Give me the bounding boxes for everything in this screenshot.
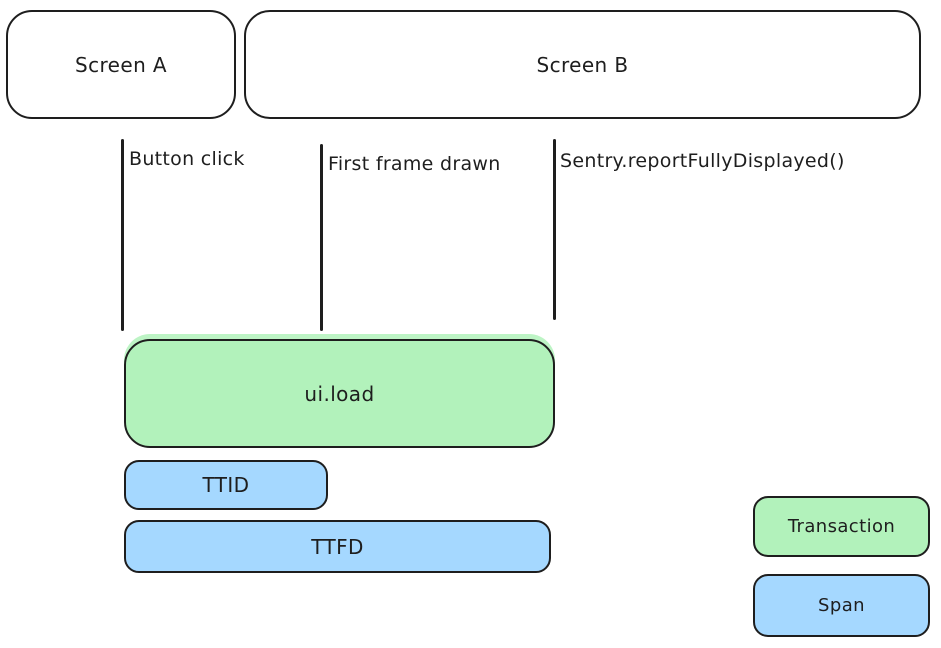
screen-a-box: Screen A bbox=[6, 10, 236, 119]
ttid-label: TTID bbox=[202, 473, 250, 497]
first-frame-drawn-event-line bbox=[320, 144, 323, 331]
report-fully-displayed-event-line bbox=[553, 139, 556, 320]
legend-transaction-label: Transaction bbox=[787, 516, 896, 537]
ttfd-span-bar: TTFD bbox=[124, 520, 551, 573]
button-click-event-line bbox=[121, 139, 124, 331]
report-fully-displayed-event-label: Sentry.reportFullyDisplayed() bbox=[560, 150, 845, 172]
button-click-event-label: Button click bbox=[129, 148, 245, 170]
legend-span: Span bbox=[753, 574, 930, 637]
first-frame-drawn-event-label: First frame drawn bbox=[328, 153, 501, 175]
legend-transaction: Transaction bbox=[753, 496, 930, 557]
screen-a-label: Screen A bbox=[75, 52, 167, 77]
ttid-span-bar: TTID bbox=[124, 460, 328, 510]
ttfd-label: TTFD bbox=[311, 534, 364, 559]
screen-b-label: Screen B bbox=[536, 52, 629, 77]
legend-span-label: Span bbox=[818, 595, 865, 616]
ui-load-transaction-bar: ui.load bbox=[124, 339, 555, 448]
screen-b-box: Screen B bbox=[244, 10, 921, 119]
ui-load-label: ui.load bbox=[304, 381, 375, 406]
